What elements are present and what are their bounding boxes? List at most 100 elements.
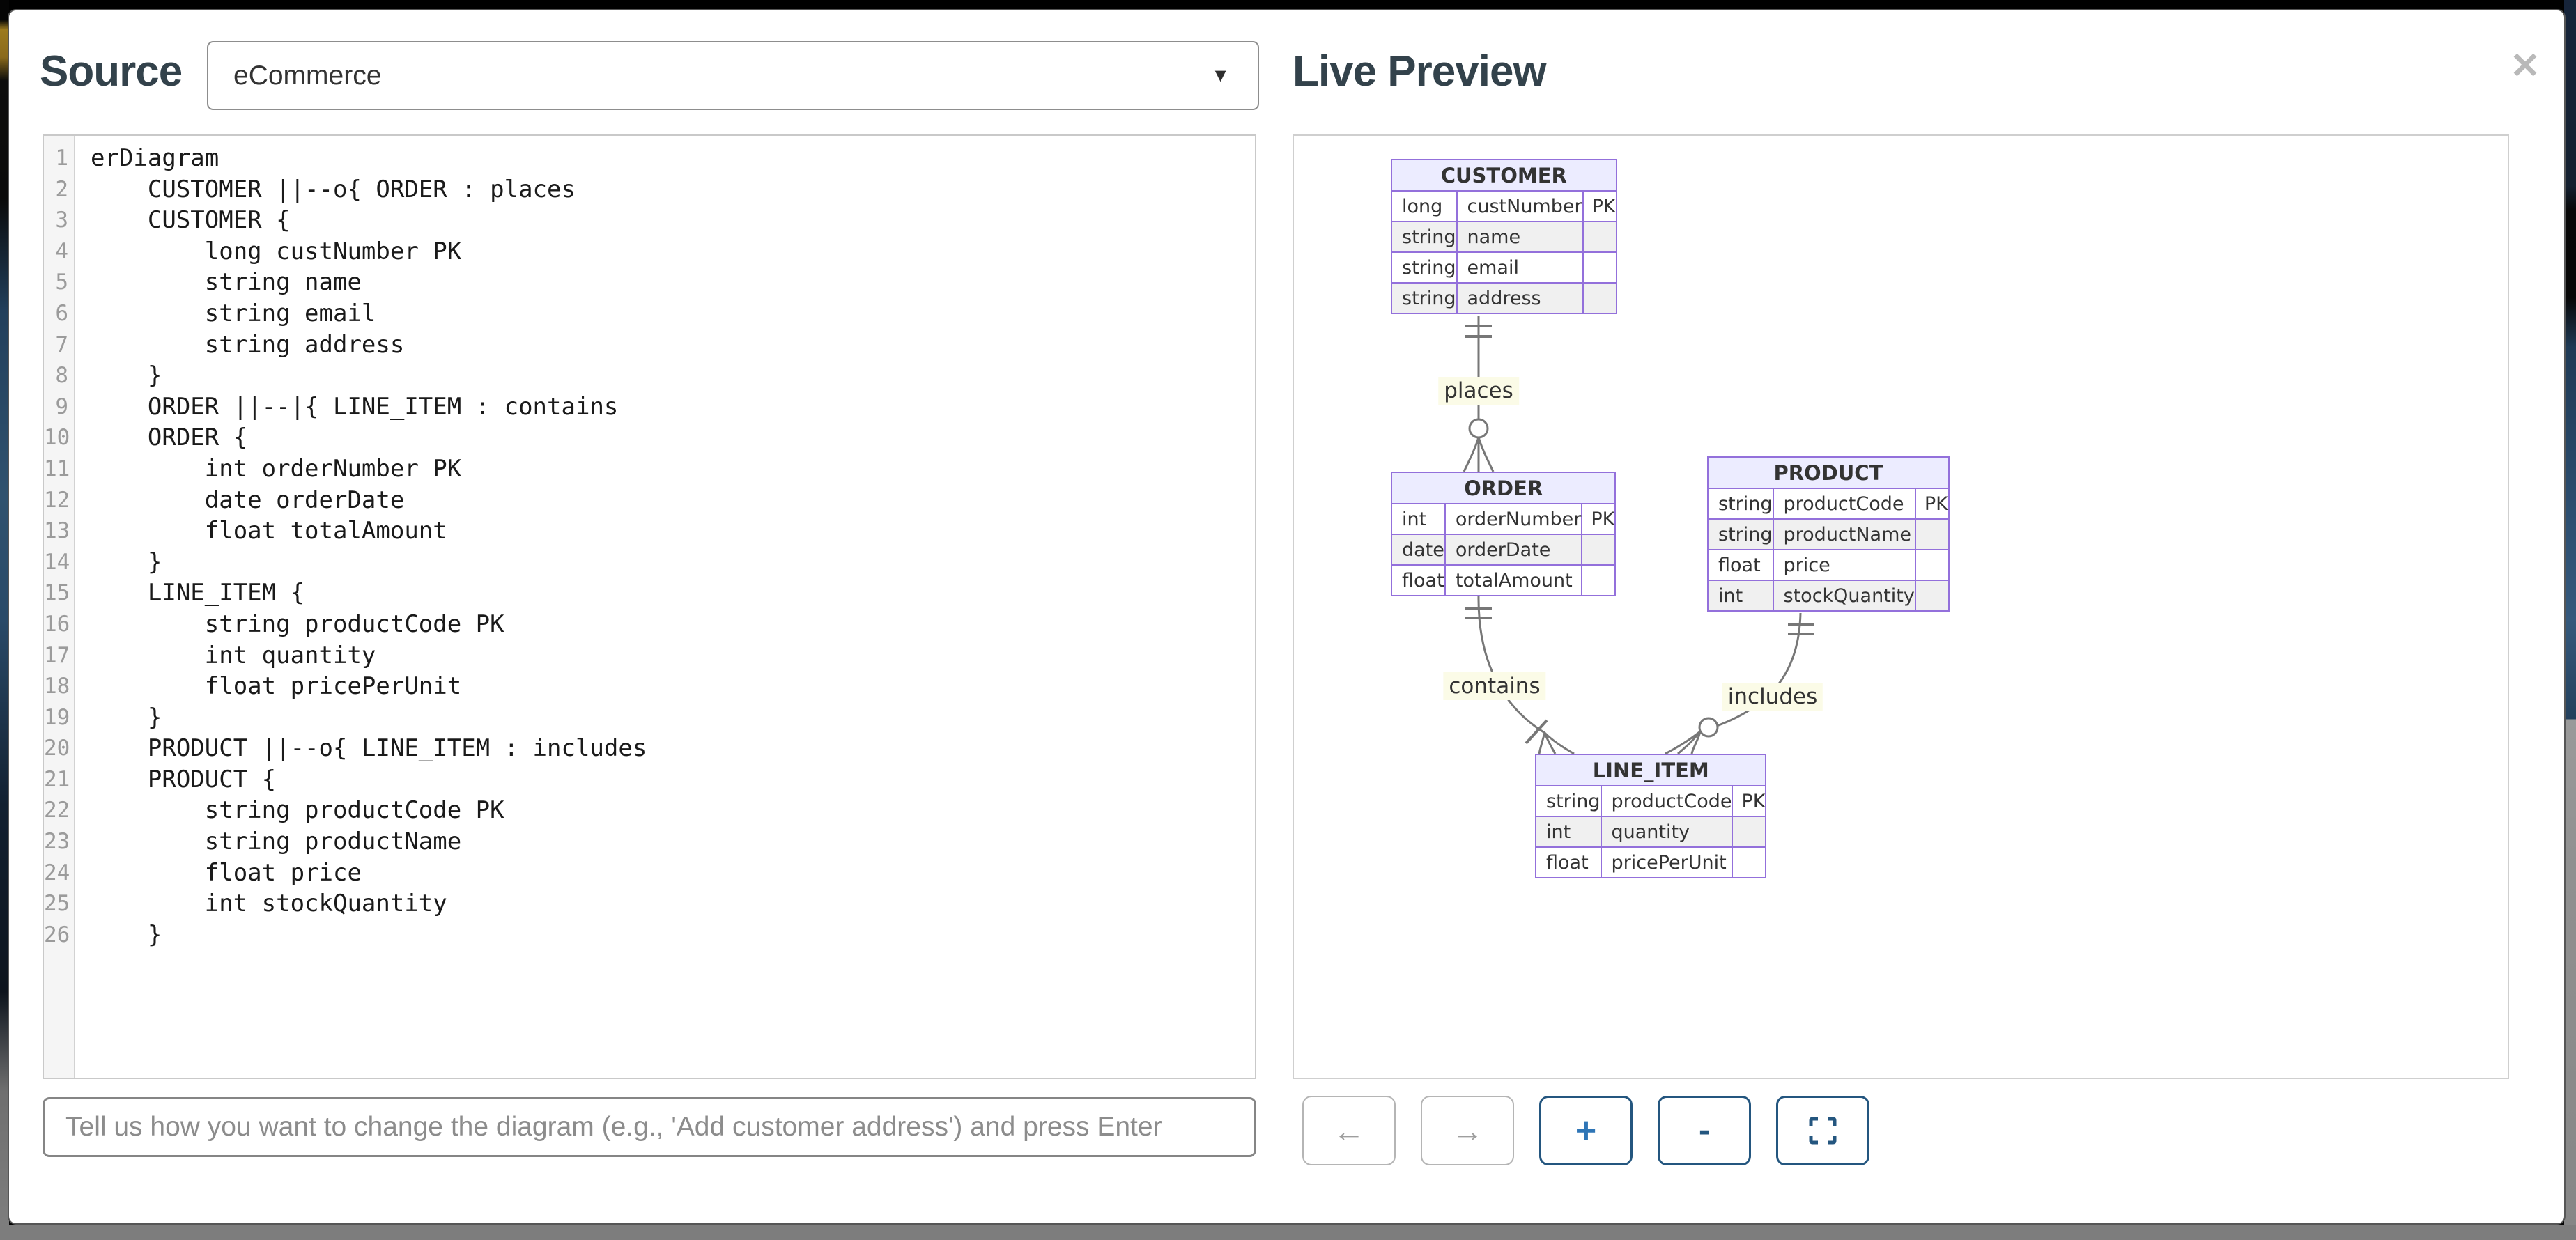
line-number: 22	[44, 798, 70, 823]
code-line: float pricePerUnit	[91, 672, 462, 701]
line-number: 15	[44, 580, 70, 606]
forward-button[interactable]: →	[1421, 1096, 1514, 1165]
line-number: 10	[44, 425, 70, 451]
zoom-out-button[interactable]: -	[1658, 1096, 1751, 1165]
attr-name: price	[1772, 549, 1916, 581]
line-number: 8	[55, 363, 68, 389]
arrow-left-icon: ←	[1333, 1113, 1365, 1149]
page-edge-left	[0, 0, 9, 1240]
entity-title: PRODUCT	[1707, 456, 1950, 489]
line-number: 26	[44, 922, 70, 947]
page-edge-right	[2564, 0, 2576, 1240]
code-line: string address	[91, 330, 405, 359]
attr-name: orderDate	[1444, 534, 1583, 566]
attr-type: int	[1535, 816, 1602, 848]
attr-type: float	[1391, 564, 1446, 596]
attr-key	[1732, 846, 1767, 878]
attr-type: string	[1391, 251, 1458, 284]
diagram-prompt-input[interactable]	[43, 1097, 1256, 1157]
code-line: long custNumber PK	[91, 237, 462, 265]
line-number: 6	[55, 300, 68, 326]
code-line: LINE_ITEM {	[91, 579, 305, 607]
code-line: int orderNumber PK	[91, 454, 462, 483]
attr-type: string	[1535, 785, 1602, 817]
attr-type: string	[1707, 488, 1774, 520]
attr-key	[1582, 282, 1617, 314]
line-number: 2	[55, 176, 68, 202]
plus-icon: +	[1575, 1110, 1597, 1151]
entity-title: CUSTOMER	[1391, 159, 1617, 192]
fullscreen-icon	[1809, 1117, 1837, 1145]
edge-label-places: places	[1438, 377, 1519, 405]
preview-title: Live Preview	[1293, 47, 1547, 95]
line-number: 1	[55, 146, 68, 171]
attr-type: string	[1391, 282, 1458, 314]
minus-icon: -	[1699, 1112, 1710, 1149]
preview-toolbar: ← → + -	[1302, 1096, 1895, 1165]
code-line: string productCode PK	[91, 796, 504, 825]
attr-key	[1914, 518, 1950, 550]
entity-title: ORDER	[1390, 472, 1617, 504]
attr-type: date	[1391, 534, 1446, 566]
attr-key: PK	[1582, 190, 1617, 222]
line-number: 25	[44, 891, 70, 917]
line-number: 24	[44, 860, 70, 885]
line-number: 19	[44, 704, 70, 730]
code-line: }	[91, 703, 162, 731]
attr-name: quantity	[1600, 816, 1734, 848]
source-select-value: eCommerce	[233, 60, 382, 91]
back-button[interactable]: ←	[1302, 1096, 1396, 1165]
code-line: string productName	[91, 828, 462, 856]
code-line: CUSTOMER ||--o{ ORDER : places	[91, 175, 576, 203]
close-button[interactable]: ✕	[2504, 45, 2546, 87]
attr-name: productCode	[1772, 488, 1916, 520]
attr-name: orderNumber	[1444, 503, 1583, 535]
code-line: }	[91, 362, 162, 390]
edge-label-includes: includes	[1722, 683, 1823, 711]
line-number: 3	[55, 208, 68, 233]
chevron-down-icon: ▼	[1211, 65, 1230, 86]
code-content[interactable]: erDiagram CUSTOMER ||--o{ ORDER : places…	[75, 136, 1255, 1078]
entity-title: LINE_ITEM	[1534, 754, 1767, 786]
attr-name: productName	[1772, 518, 1916, 550]
code-line: }	[91, 920, 162, 949]
line-number: 16	[44, 611, 70, 637]
zoom-in-button[interactable]: +	[1539, 1096, 1633, 1165]
source-select[interactable]: eCommerce ▼	[207, 41, 1259, 110]
code-line: ORDER ||--|{ LINE_ITEM : contains	[91, 392, 619, 421]
attr-type: string	[1391, 221, 1458, 253]
code-line: int stockQuantity	[91, 890, 447, 918]
line-number: 5	[55, 270, 68, 295]
line-number: 4	[55, 238, 68, 264]
fullscreen-button[interactable]	[1776, 1096, 1869, 1165]
line-number: 14	[44, 549, 70, 575]
arrow-right-icon: →	[1451, 1113, 1483, 1149]
attr-key	[1581, 534, 1617, 566]
line-number: 20	[44, 736, 70, 761]
attr-name: name	[1456, 221, 1584, 253]
attr-type: string	[1707, 518, 1774, 550]
line-number: 7	[55, 332, 68, 357]
code-line: }	[91, 548, 162, 576]
attr-name: pricePerUnit	[1600, 846, 1734, 878]
code-line: CUSTOMER {	[91, 206, 291, 235]
attr-name: totalAmount	[1444, 564, 1583, 596]
code-line: float totalAmount	[91, 517, 447, 545]
line-number: 9	[55, 394, 68, 419]
code-line: string name	[91, 268, 362, 297]
page-edge-top	[0, 0, 2576, 10]
line-number: 11	[44, 456, 70, 481]
attr-type: long	[1391, 190, 1458, 222]
code-line: date orderDate	[91, 486, 405, 514]
code-line: int quantity	[91, 641, 376, 669]
attr-type: float	[1535, 846, 1602, 878]
attr-name: productCode	[1600, 785, 1734, 817]
